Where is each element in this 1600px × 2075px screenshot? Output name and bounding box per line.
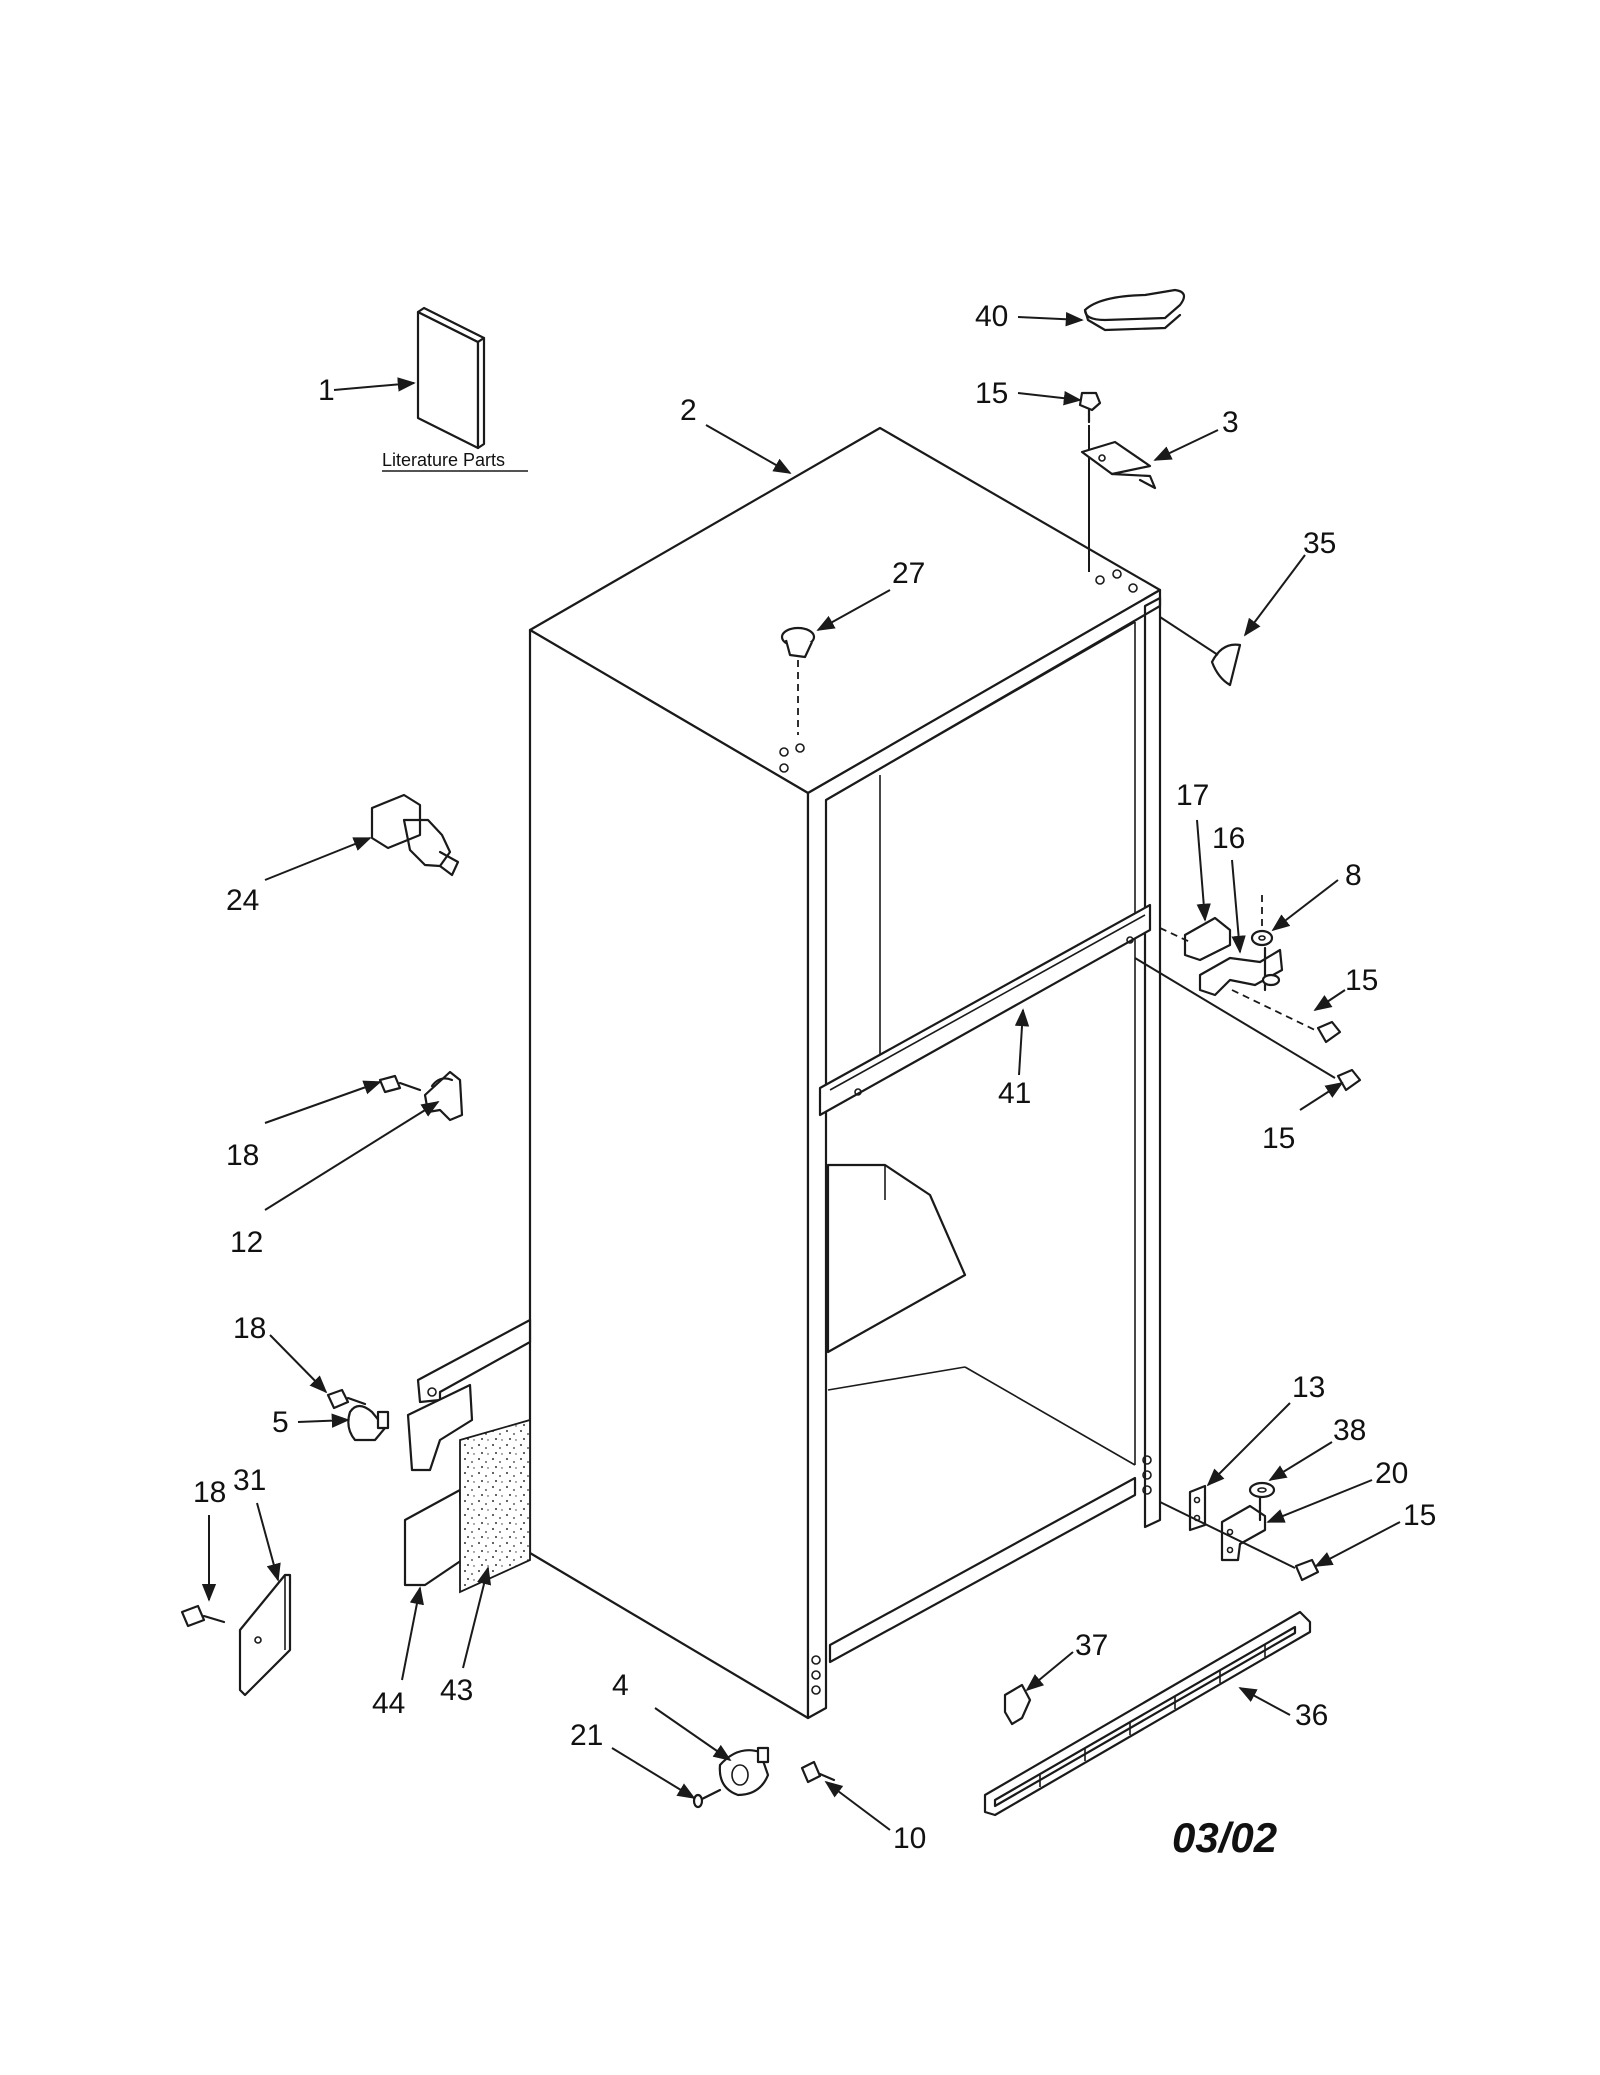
callout-18-upper: 18 — [226, 1139, 259, 1172]
callout-37: 37 — [1075, 1629, 1108, 1662]
side-cover-screw — [180, 1604, 226, 1628]
roller-screw — [800, 1760, 836, 1784]
hinge-screw-axis-upper — [1159, 927, 1191, 943]
bracket-screw-middle — [326, 1388, 367, 1410]
top-hinge-screw — [1078, 391, 1102, 424]
callout-40: 40 — [975, 300, 1008, 333]
callout-41: 41 — [998, 1077, 1031, 1110]
roller-pin — [692, 1788, 722, 1809]
callout-15-top: 15 — [975, 377, 1008, 410]
access-bracket-upper — [416, 1318, 532, 1404]
refrigerator-cabinet — [528, 426, 1162, 1720]
callout-18-lower: 18 — [193, 1476, 226, 1509]
callout-31: 31 — [233, 1464, 266, 1497]
divider-rail-detail — [854, 936, 1134, 1096]
cabinet-plug — [780, 626, 816, 659]
callout-12: 12 — [230, 1226, 263, 1259]
callout-15-hinge-lower: 15 — [1262, 1122, 1295, 1155]
hinge-screw-axis-lower — [1134, 957, 1336, 1079]
hinge-clip-ref-line — [1159, 616, 1219, 656]
callout-numbers: 1 2 40 15 3 27 35 17 16 8 15 15 41 24 18… — [193, 300, 1436, 1855]
hinge-washer — [1250, 929, 1274, 947]
door-stop — [370, 793, 460, 877]
bracket-screw-upper — [378, 1074, 422, 1094]
callout-10: 10 — [893, 1822, 926, 1855]
top-hinge — [1080, 440, 1157, 490]
callout-24: 24 — [226, 884, 259, 917]
callout-4: 4 — [612, 1669, 629, 1702]
front-roller — [718, 1746, 770, 1797]
door-closer-bracket — [423, 1070, 464, 1122]
access-bracket-lower — [403, 1383, 474, 1587]
callout-18-middle: 18 — [233, 1312, 266, 1345]
hinge-cover — [1083, 288, 1186, 332]
bottom-hinge-screw — [1294, 1558, 1320, 1582]
callout-8: 8 — [1345, 859, 1362, 892]
hinge-cover-clip — [1210, 643, 1242, 687]
bottom-hinge-screw-axis — [1159, 1501, 1296, 1569]
callout-17: 17 — [1176, 779, 1209, 812]
hinge-screw-middle — [1316, 1020, 1342, 1044]
callout-35: 35 — [1303, 527, 1336, 560]
date-code: 03/02 — [1172, 1814, 1277, 1861]
callout-15-bottom: 15 — [1403, 1499, 1436, 1532]
literature-label: Literature Parts — [382, 450, 505, 470]
callout-21: 21 — [570, 1719, 603, 1752]
callout-44: 44 — [372, 1687, 405, 1720]
callout-1: 1 — [318, 374, 335, 407]
base-grille — [983, 1610, 1312, 1817]
side-cover-panel — [238, 1573, 292, 1697]
callout-3: 3 — [1222, 406, 1239, 439]
callout-13: 13 — [1292, 1371, 1325, 1404]
bracket-clamp — [347, 1404, 390, 1442]
bottom-hinge — [1220, 1493, 1267, 1562]
callout-36: 36 — [1295, 1699, 1328, 1732]
hinge-screw-lower — [1336, 1068, 1362, 1092]
callout-5: 5 — [272, 1406, 289, 1439]
leader-lines — [201, 312, 1401, 1831]
callout-16: 16 — [1212, 822, 1245, 855]
center-hinge-assembly — [1183, 916, 1284, 997]
callout-38: 38 — [1333, 1414, 1366, 1447]
hinge-screw-axis-middle — [1231, 989, 1316, 1031]
bottom-hinge-washer — [1248, 1481, 1276, 1499]
callout-20: 20 — [1375, 1457, 1408, 1490]
callout-2: 2 — [680, 394, 697, 427]
callout-15-hinge-upper: 15 — [1345, 964, 1378, 997]
literature-booklet — [416, 306, 486, 450]
callout-43: 43 — [440, 1674, 473, 1707]
callout-27: 27 — [892, 557, 925, 590]
insulation-pad — [459, 1418, 531, 1594]
grille-clip — [1003, 1683, 1032, 1726]
